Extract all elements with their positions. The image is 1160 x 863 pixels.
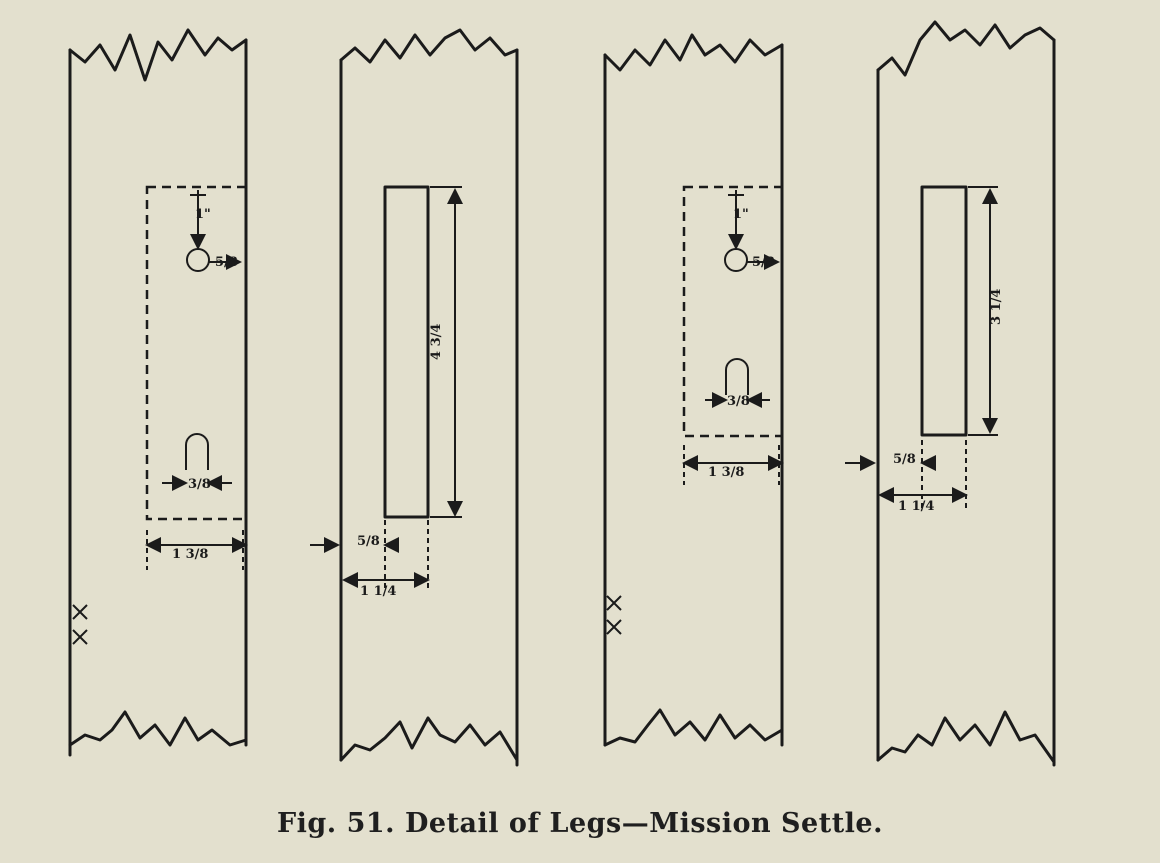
leg1-mortise-width-label: 1 3/8 xyxy=(172,547,208,562)
leg4-mortise-length-label: 3 1/4 xyxy=(989,289,1004,325)
leg3-mortise-width-label: 1 3/8 xyxy=(708,465,744,480)
leg2-edge-offset-label: 5/8 xyxy=(357,534,380,549)
figure-caption: Fig. 51. Detail of Legs—Mission Settle. xyxy=(276,808,883,839)
leg1-hole-offset-label: 1" xyxy=(195,207,211,222)
leg-3 xyxy=(603,33,784,747)
leg-1 xyxy=(68,28,248,757)
leg1-lower-hole-label: 3/8 xyxy=(188,477,211,492)
leg2-mortise-width-label: 1 1/4 xyxy=(360,584,396,599)
leg3-hole-offset-label: 1" xyxy=(733,207,749,222)
leg2-mortise-length-label: 4 3/4 xyxy=(429,324,444,360)
leg4-mortise-width-label: 1 1/4 xyxy=(898,499,934,514)
leg1-hole-size-label: 5/8 xyxy=(215,255,238,270)
leg-2 xyxy=(310,28,519,767)
leg4-edge-offset-label: 5/8 xyxy=(893,452,916,467)
leg-4 xyxy=(845,20,1056,767)
leg3-hole-size-label: 5/8 xyxy=(752,255,775,270)
leg3-lower-hole-label: 3/8 xyxy=(727,394,750,409)
